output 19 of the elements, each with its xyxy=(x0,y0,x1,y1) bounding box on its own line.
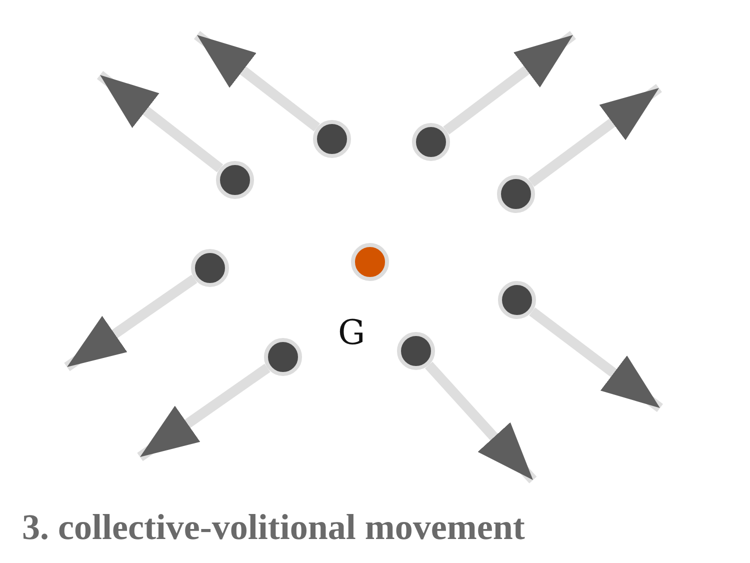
arrow xyxy=(64,274,198,372)
particle-dot xyxy=(397,332,435,370)
caption: 3. collective-volitional movement xyxy=(22,508,525,548)
particle-dot xyxy=(216,161,254,199)
arrow xyxy=(194,31,320,132)
center-dot xyxy=(351,243,389,281)
arrow xyxy=(425,362,537,484)
particle-dot xyxy=(412,123,450,161)
particle-dot xyxy=(497,175,535,213)
arrow xyxy=(96,71,224,172)
point-label: G xyxy=(338,316,366,350)
arrow xyxy=(529,307,664,412)
arrow xyxy=(137,364,270,462)
arrow xyxy=(528,84,662,187)
particle-dot xyxy=(313,120,351,158)
arrow xyxy=(443,31,576,135)
particle-dot xyxy=(498,281,536,319)
particle-dot xyxy=(191,249,229,287)
particle-dot xyxy=(264,338,302,376)
